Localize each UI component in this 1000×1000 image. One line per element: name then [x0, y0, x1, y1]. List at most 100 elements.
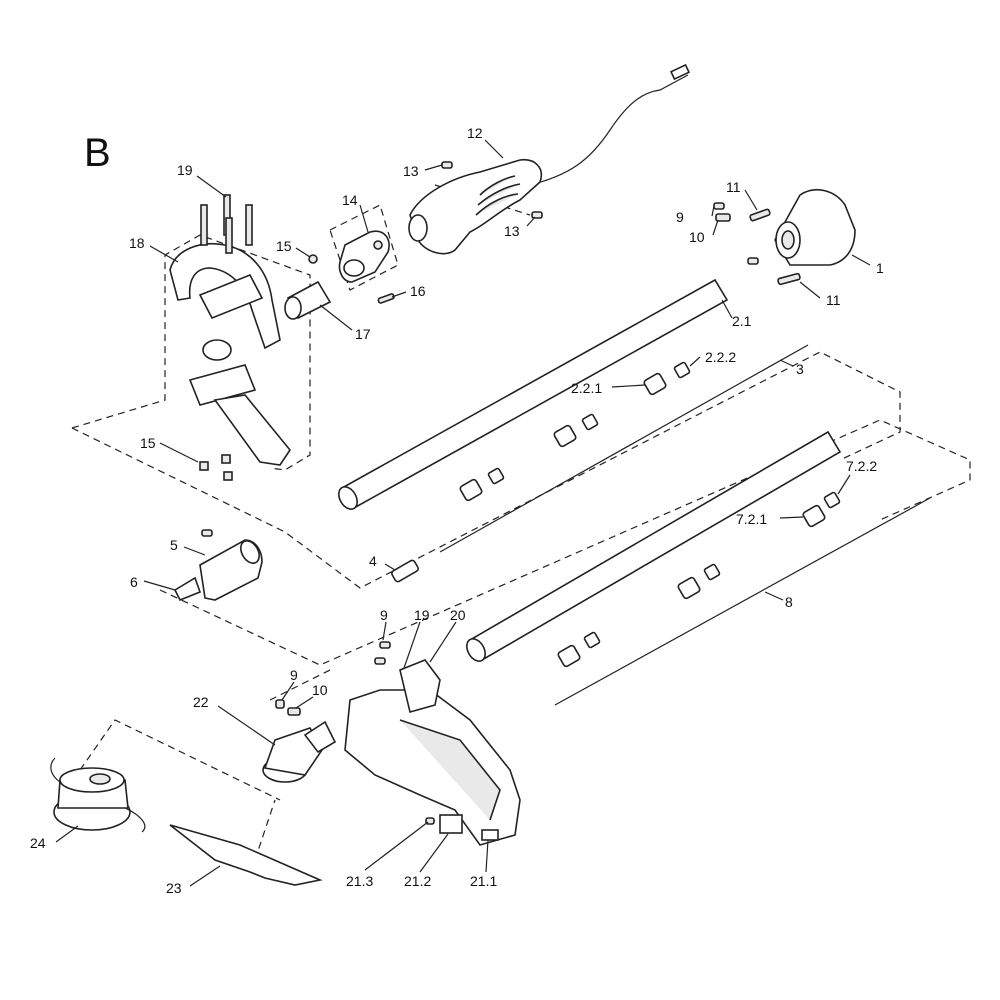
head-guide-line-b [254, 799, 276, 861]
label-8: 8 [785, 594, 793, 610]
throttle-grip-ridge-1 [479, 175, 516, 196]
leader-9a [711, 205, 715, 217]
coupling-4 [391, 559, 419, 583]
leader-2-1 [721, 299, 733, 319]
tube-2-1-part [338, 278, 729, 510]
leader-21-1 [485, 839, 489, 873]
leader-20 [429, 621, 457, 663]
gear-head-neck [303, 720, 337, 754]
leader-18 [149, 245, 179, 263]
leader-10a [712, 219, 719, 236]
label-9a: 9 [676, 209, 684, 225]
screw-13-lower [531, 211, 543, 219]
trimmer-head-part [50, 757, 146, 833]
bushing-7-mid-b [703, 563, 721, 581]
screw-9-lower [275, 699, 285, 709]
bushing-2-2-1 [643, 372, 667, 396]
screw-11-lower [777, 272, 801, 286]
assembly-outlines [71, 184, 971, 861]
tube-2-1-end [338, 486, 358, 510]
leader-6 [143, 580, 176, 591]
guard-part [344, 641, 521, 846]
shaft-assembly-box [71, 351, 901, 589]
label-16: 16 [410, 283, 426, 299]
label-11b: 11 [826, 292, 841, 308]
label-19b: 19 [414, 607, 430, 623]
label-7-2-1: 7.2.1 [736, 511, 767, 527]
screw-9-guard [379, 641, 391, 649]
leader-9c [281, 681, 295, 701]
throttle-handle-bore [408, 214, 428, 242]
leader-9b [382, 621, 387, 641]
bolt-19-d [225, 217, 233, 254]
nut-15-c [223, 471, 233, 481]
label-2-2-1: 2.2.1 [571, 380, 602, 396]
leader-8 [764, 591, 784, 601]
sleeve-end [284, 296, 302, 320]
drive-shaft-3 [439, 344, 809, 553]
label-7-2-2: 7.2.2 [846, 458, 877, 474]
tube-2-1-body [340, 278, 729, 510]
coupler-tab [173, 576, 202, 602]
label-18: 18 [129, 235, 145, 251]
clamp-part [338, 230, 390, 283]
label-2-2-2: 2.2.2 [705, 349, 736, 365]
trimmer-line-left [50, 757, 61, 783]
nut-15-upper [308, 254, 318, 264]
leader-7-2-1 [779, 516, 804, 519]
loop-handle-bore [202, 339, 232, 361]
guard-rib [399, 719, 501, 821]
trimmer-head-knob [89, 773, 111, 785]
label-10a: 10 [689, 229, 705, 245]
throttle-handle-body [409, 158, 542, 255]
leader-11a [744, 189, 758, 211]
clutch-housing-part [774, 189, 856, 266]
leader-15a [295, 247, 311, 258]
leader-22 [217, 705, 276, 746]
label-21-3: 21.3 [346, 873, 373, 889]
screw-19-guard [374, 657, 386, 665]
head-guide-line-a [79, 719, 281, 801]
handle-bolts-19 [200, 194, 253, 254]
line-cutter-21-2 [439, 814, 463, 834]
label-17: 17 [355, 326, 371, 342]
drive-shaft-8 [554, 497, 931, 706]
throttle-handle-part [408, 63, 691, 255]
label-19a: 19 [177, 162, 193, 178]
leader-10b [295, 696, 314, 709]
bushing-7-mid-a [677, 576, 701, 600]
screw-16 [377, 293, 395, 304]
lower-tube-part [466, 430, 842, 662]
label-9b: 9 [380, 607, 388, 623]
screw-10-lower [287, 707, 301, 716]
coupler-part [173, 529, 263, 602]
leader-14 [359, 204, 369, 233]
loop-handle-clamp-bottom [188, 364, 257, 406]
handle-assembly-box [71, 234, 311, 471]
loop-handle-clamp-top [198, 273, 264, 320]
screw-9-upper [713, 202, 725, 210]
leader-24 [55, 825, 79, 843]
label-13b: 13 [504, 223, 520, 239]
leader-3 [779, 359, 794, 367]
coupler-bore [240, 540, 260, 564]
leader-13b [526, 216, 536, 227]
lower-shaft-box [159, 419, 971, 666]
leader-19a [196, 175, 227, 198]
label-5: 5 [170, 537, 178, 553]
bushings-lower [557, 491, 841, 668]
label-22: 22 [193, 694, 209, 710]
label-1: 1 [876, 260, 884, 276]
label-21-1: 21.1 [470, 873, 497, 889]
clutch-housing-bore [781, 230, 795, 250]
label-20: 20 [450, 607, 466, 623]
sleeve-part [284, 280, 332, 320]
part-labels: 19 18 15 14 16 17 13 12 13 11 9 10 1 11 … [30, 125, 884, 896]
leader-23 [189, 865, 221, 887]
bolt-19-c [245, 204, 253, 246]
bushing-mid-b [581, 413, 599, 431]
nut-15-a [199, 461, 209, 471]
screw-11-upper [749, 208, 771, 222]
